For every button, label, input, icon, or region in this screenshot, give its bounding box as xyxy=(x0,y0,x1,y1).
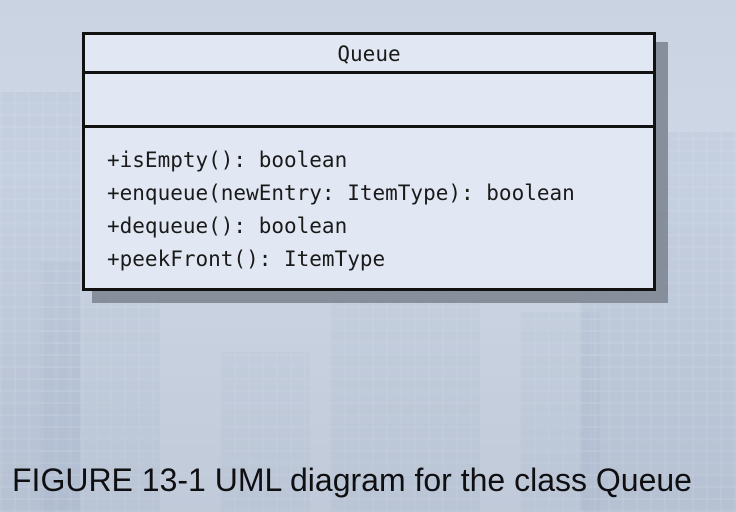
uml-class-box: Queue +isEmpty(): boolean +enqueue(newEn… xyxy=(82,32,656,291)
uml-operations-compartment: +isEmpty(): boolean +enqueue(newEntry: I… xyxy=(85,128,653,276)
background-building xyxy=(0,92,80,512)
uml-attributes-compartment xyxy=(85,74,653,128)
uml-operation: +dequeue(): boolean xyxy=(107,214,348,238)
uml-operation: +enqueue(newEntry: ItemType): boolean xyxy=(107,181,575,205)
figure-caption: FIGURE 13-1 UML diagram for the class Qu… xyxy=(12,462,692,498)
uml-class-name: Queue xyxy=(85,35,653,74)
uml-operation: +isEmpty(): boolean xyxy=(107,148,348,172)
uml-operation: +peekFront(): ItemType xyxy=(107,247,386,271)
